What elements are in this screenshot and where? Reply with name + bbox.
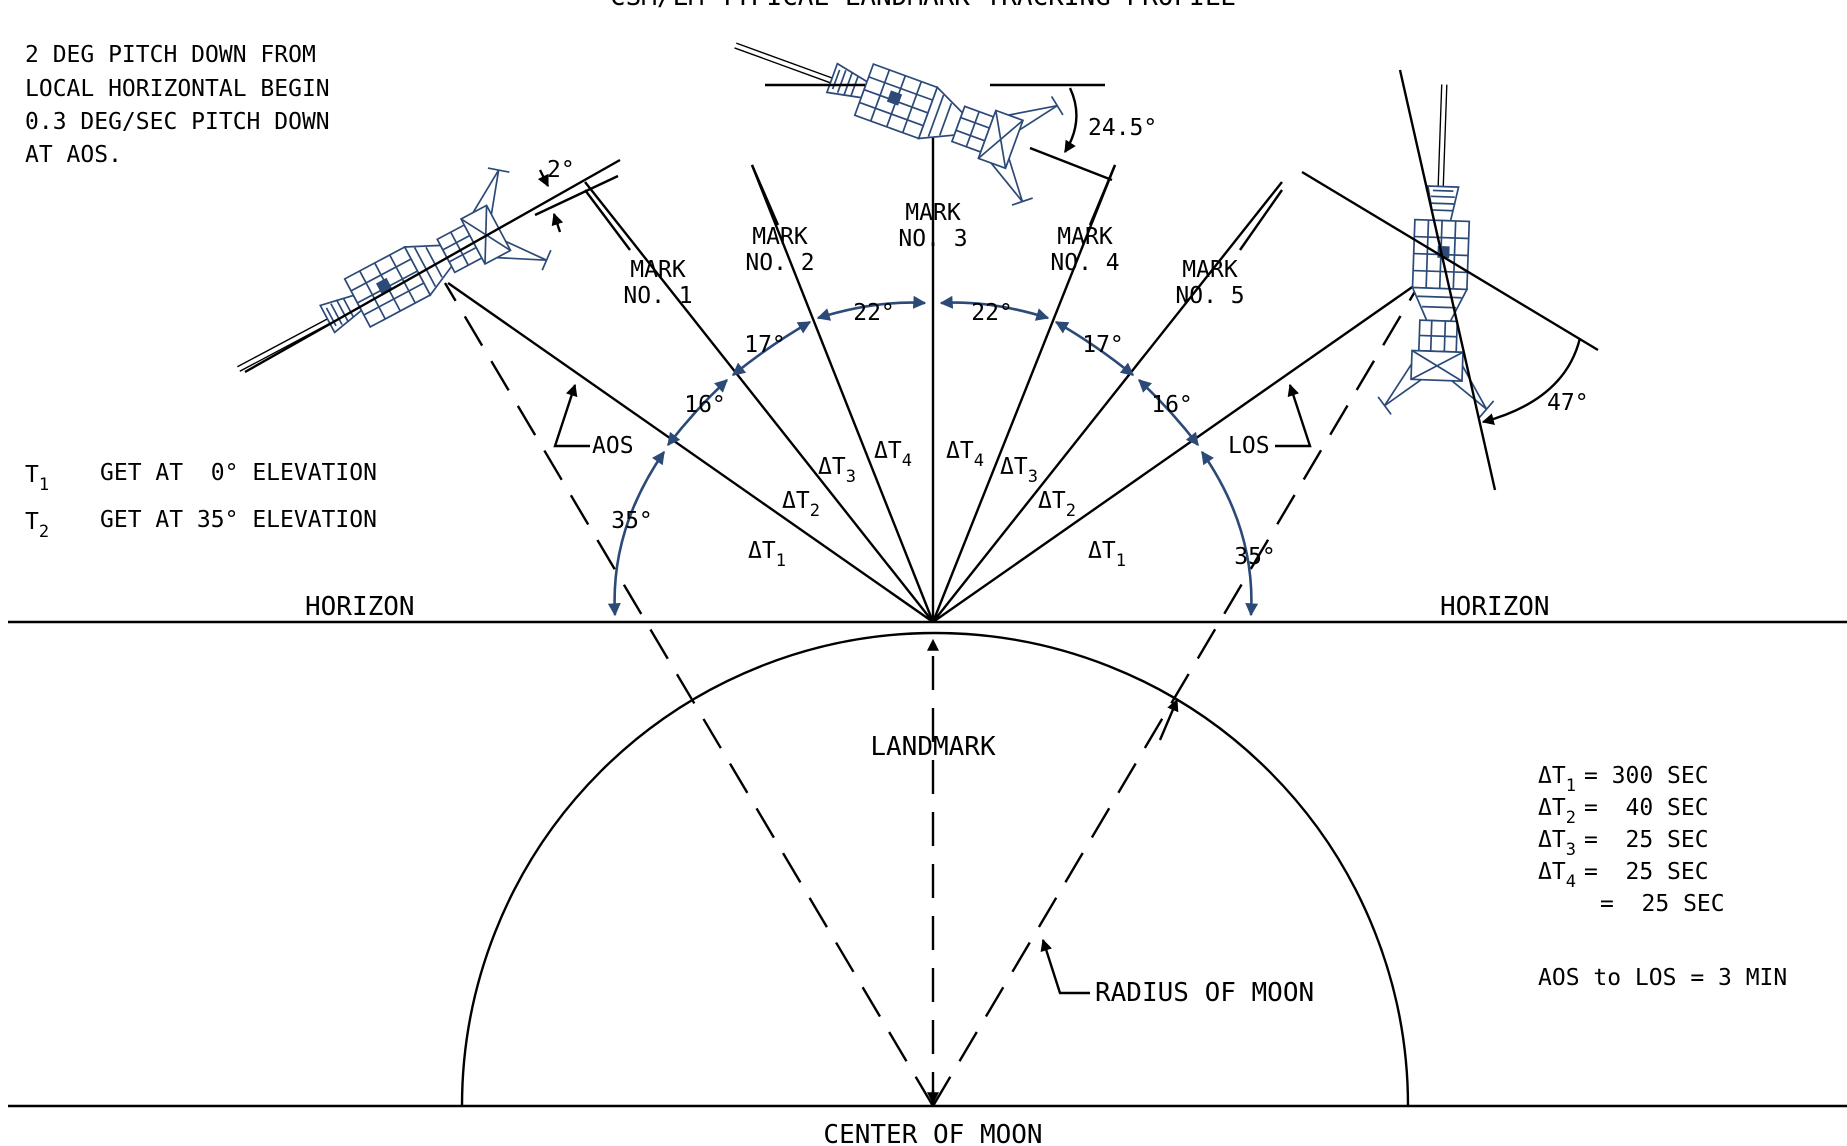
sight-lines xyxy=(447,128,1419,623)
angle-35-right: 35° xyxy=(1234,544,1276,570)
angle-2-arrow-bottom xyxy=(551,212,564,233)
delta-t2-left: ΔT2 xyxy=(782,488,820,521)
durations-table: ΔT1= 300 SEC ΔT2= 40 SEC ΔT3= 25 SEC ΔT4… xyxy=(1538,763,1787,991)
mark-2-tick xyxy=(750,164,780,226)
top-pitch-reference xyxy=(1029,146,1113,182)
right-pitch-reference xyxy=(1398,69,1497,491)
delta-t-labels: ΔT1 ΔT2 ΔT3 ΔT4 ΔT4 ΔT3 ΔT2 ΔT1 xyxy=(748,438,1126,571)
mark-3-label: MARK xyxy=(905,200,961,226)
angle-arcs xyxy=(607,295,1259,617)
los-label: LOS xyxy=(1228,433,1270,459)
mark-2-number: NO. 2 xyxy=(745,250,814,276)
center-of-moon-label: CENTER OF MOON xyxy=(823,1120,1042,1146)
sight-line-mark-1 xyxy=(584,181,934,623)
delta-t4-right: ΔT4 xyxy=(946,438,984,471)
aos-to-los-label: AOS to LOS = 3 MIN xyxy=(1538,965,1787,991)
horizon-label-right: HORIZON xyxy=(1440,592,1550,622)
right-local-horizontal xyxy=(1301,170,1599,352)
duration-row: ΔT2= 40 SEC xyxy=(1538,795,1709,828)
t2-definition: GET AT 35° ELEVATION xyxy=(100,507,377,533)
mark-5-number: NO. 5 xyxy=(1175,283,1244,309)
duration-row: ΔT4= 25 SEC xyxy=(1538,859,1709,892)
angle-47-arc xyxy=(1481,337,1582,425)
arc-22-right xyxy=(939,295,1050,321)
mark-1-tick xyxy=(584,189,631,251)
angle-17-right: 17° xyxy=(1082,332,1124,358)
duration-row: = 25 SEC xyxy=(1600,891,1725,917)
mark-5-tick xyxy=(1239,189,1283,251)
angle-labels: 22° 22° 17° 17° 16° 16° 35° 35° xyxy=(611,300,1276,570)
diagram-title: CSM/LM TYPICAL LANDMARK TRACKING PROFILE xyxy=(610,0,1236,12)
mark-labels: MARK NO. 1 MARK NO. 2 MARK NO. 3 MARK NO… xyxy=(623,200,1244,309)
sight-line-aos xyxy=(447,282,934,623)
arc-22-left xyxy=(816,295,927,321)
angle-2-arrow-top xyxy=(537,169,550,188)
angle-16-left: 16° xyxy=(684,392,726,418)
csm-lm-spacecraft-icon xyxy=(715,0,1069,212)
t1-symbol: T1 xyxy=(25,462,49,495)
angle-22-right: 22° xyxy=(971,300,1013,326)
pitch-note: 2 DEG PITCH DOWN FROM LOCAL HORIZONTAL B… xyxy=(25,42,330,168)
angle-24-arc xyxy=(1063,87,1078,154)
duration-row: ΔT3= 25 SEC xyxy=(1538,827,1709,860)
pitch-note-line: 0.3 DEG/SEC PITCH DOWN xyxy=(25,109,330,135)
delta-t4-left: ΔT4 xyxy=(874,438,912,471)
radius-of-moon-label: RADIUS OF MOON xyxy=(1095,978,1314,1008)
angle-16-right: 16° xyxy=(1151,392,1193,418)
delta-t1-left: ΔT1 xyxy=(748,538,786,571)
delta-t3-left: ΔT3 xyxy=(818,454,856,487)
duration-row: ΔT1= 300 SEC xyxy=(1538,763,1709,796)
landmark-label: LANDMARK xyxy=(870,732,996,762)
radius-pointer xyxy=(1040,938,1090,995)
angle-22-left: 22° xyxy=(853,300,895,326)
arc-35-left xyxy=(607,450,666,617)
mark-1-number: NO. 1 xyxy=(623,283,692,309)
arc-16-right xyxy=(1138,379,1200,447)
radius-dashed-left xyxy=(443,282,935,1107)
t1-definition: GET AT 0° ELEVATION xyxy=(100,460,377,486)
sight-line-los xyxy=(932,282,1419,623)
radius-dashed-right xyxy=(931,282,1422,1107)
angle-24-label: 24.5° xyxy=(1088,115,1157,141)
radius-arrow-right xyxy=(1158,698,1179,741)
mark-2-label: MARK xyxy=(752,224,808,250)
los-pointer xyxy=(1275,383,1312,448)
csm-lm-spacecraft-icon xyxy=(209,159,559,419)
mark-4-number: NO. 4 xyxy=(1050,250,1119,276)
t2-symbol: T2 xyxy=(25,509,49,542)
aos-label: AOS xyxy=(592,433,634,459)
angle-2-label: 2° xyxy=(547,157,575,183)
sight-line-mark-4 xyxy=(931,164,1117,623)
angle-17-left: 17° xyxy=(744,332,786,358)
mark-5-label: MARK xyxy=(1182,257,1238,283)
mark-1-label: MARK xyxy=(630,257,686,283)
angle-35-left: 35° xyxy=(611,508,653,534)
sight-line-mark-2 xyxy=(750,164,935,623)
pitch-note-line: AT AOS. xyxy=(25,142,122,168)
left-local-horizontal xyxy=(244,158,621,374)
t-definitions: T1 GET AT 0° ELEVATION T2 GET AT 35° ELE… xyxy=(25,460,377,542)
arc-16-left xyxy=(666,379,728,447)
delta-t3-right: ΔT3 xyxy=(1000,454,1038,487)
arc-17-right xyxy=(1054,320,1135,377)
horizon-label-left: HORIZON xyxy=(305,592,415,622)
delta-t2-right: ΔT2 xyxy=(1038,488,1076,521)
moon-surface-arc xyxy=(460,631,1410,1107)
pitch-note-line: 2 DEG PITCH DOWN FROM xyxy=(25,42,316,68)
delta-t1-right: ΔT1 xyxy=(1088,538,1126,571)
mark-3-number: NO. 3 xyxy=(898,226,967,252)
angle-47-label: 47° xyxy=(1547,390,1589,416)
mark-4-label: MARK xyxy=(1057,224,1113,250)
aos-pointer xyxy=(553,383,590,448)
sight-line-mark-5 xyxy=(932,181,1283,623)
mark-4-tick xyxy=(1088,164,1117,226)
arc-35-right xyxy=(1200,450,1259,617)
pitch-note-line: LOCAL HORIZONTAL BEGIN xyxy=(25,76,330,102)
left-pitch-reference xyxy=(534,174,619,217)
arc-17-left xyxy=(731,320,812,377)
